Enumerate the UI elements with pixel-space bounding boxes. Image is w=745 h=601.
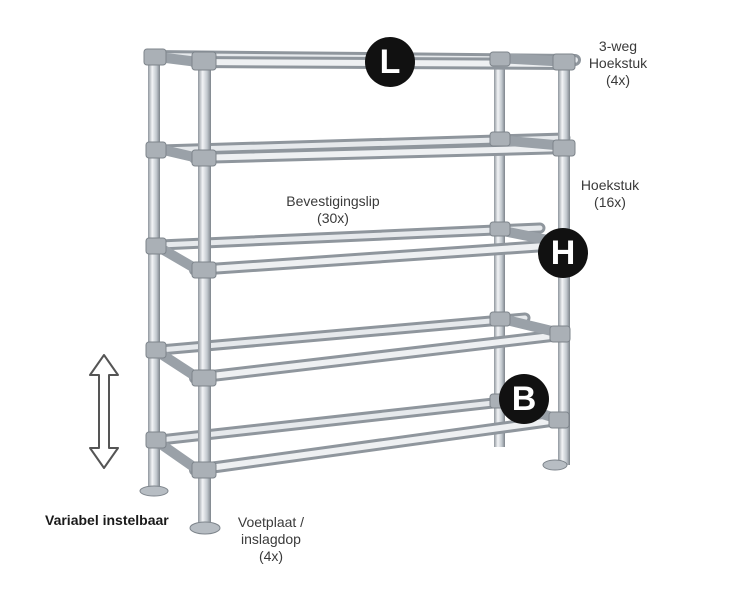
label-corner-line2: (16x) [594, 194, 626, 210]
label-clip-line1: Bevestigingslip [286, 193, 380, 209]
label-foot-line3: (4x) [258, 548, 284, 564]
label-clip: Bevestigingslip (30x) [268, 193, 398, 227]
label-foot-line1: Voetplaat / [237, 514, 305, 530]
label-foot: Voetplaat / inslagdop (4x) [224, 514, 318, 565]
label-corner: Hoekstuk (16x) [570, 177, 650, 211]
double-arrow-vertical-icon [89, 354, 119, 469]
badge-length: L [365, 37, 415, 87]
label-corner-line1: Hoekstuk [580, 177, 640, 193]
label-foot-line2: inslagdop [241, 531, 301, 547]
label-3way-corner-line2: Hoekstuk [588, 55, 648, 71]
label-3way-corner: 3-weg Hoekstuk (4x) [578, 38, 658, 89]
badge-height: H [538, 228, 588, 278]
label-clip-line2: (30x) [317, 210, 349, 226]
badge-depth: B [499, 374, 549, 424]
post-front-left [198, 55, 211, 525]
label-3way-corner-line3: (4x) [605, 72, 631, 88]
post-back-left [148, 55, 160, 487]
label-3way-corner-line1: 3-weg [598, 38, 638, 54]
label-adjustable: Variabel instelbaar [45, 512, 169, 528]
foot-plates [139, 459, 568, 535]
